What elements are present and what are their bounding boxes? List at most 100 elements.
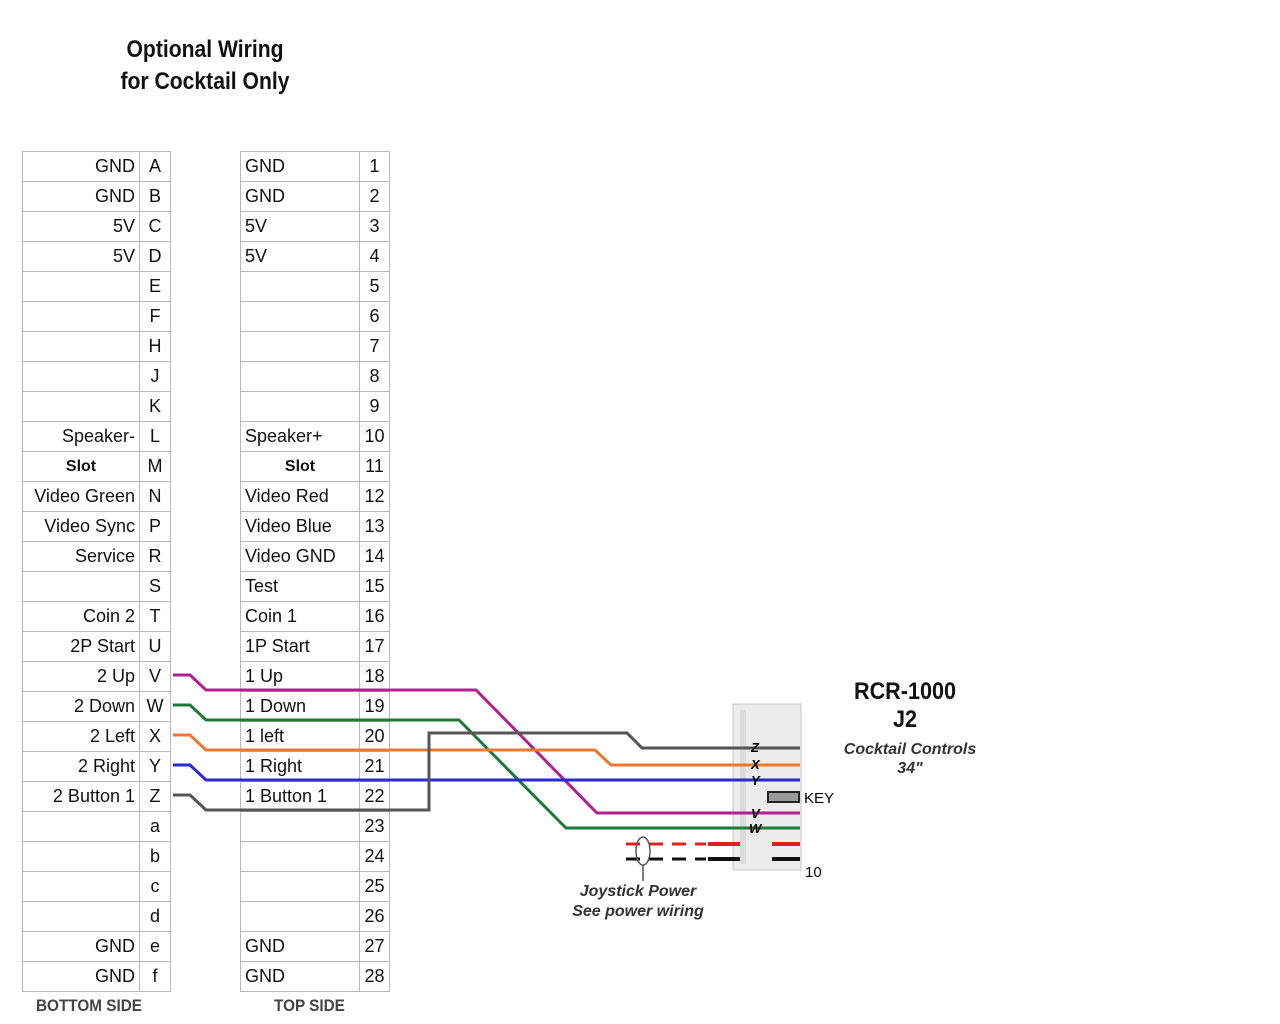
pin-id: 19 (359, 691, 390, 722)
connector-key (767, 791, 800, 803)
pin-label: Slot (22, 451, 140, 482)
pin-label: 5V (22, 241, 140, 272)
bottom-side-caption: BOTTOM SIDE (36, 996, 142, 1015)
pin-id: 20 (359, 721, 390, 752)
pin-label: Service (22, 541, 140, 572)
joystick-note-line-1: Joystick Power (579, 883, 697, 900)
connector-description: Cocktail Controls 34" (820, 740, 1000, 778)
pin-label: 5V (240, 211, 360, 242)
top-side-caption: TOP SIDE (274, 996, 345, 1015)
connector-sub: J2 (892, 706, 918, 733)
connector-rib (740, 710, 746, 864)
pin-id: c (139, 871, 171, 902)
joystick-power-note: Joystick Power See power wiring (548, 882, 728, 922)
pin-id: 18 (359, 661, 390, 692)
pin-id: B (139, 181, 171, 212)
pin-id: C (139, 211, 171, 242)
pin-id: 26 (359, 901, 390, 932)
connector-desc-line-1: Cocktail Controls (843, 741, 977, 758)
connector-pin-number: 10 (805, 864, 822, 881)
wire-x (173, 733, 800, 767)
pin-label: 1 Up (240, 661, 360, 692)
pin-row: Speaker+10 (240, 421, 390, 452)
pin-id: H (139, 331, 171, 362)
pin-id: f (139, 961, 171, 992)
pin-label (22, 331, 140, 362)
pin-row: S (22, 571, 171, 602)
pin-label: 1 left (240, 721, 360, 752)
title-line-1: Optional Wiring (126, 36, 284, 63)
pin-row: Speaker-L (22, 421, 171, 452)
pin-label: GND (240, 931, 360, 962)
pin-label: GND (22, 961, 140, 992)
pin-id: Z (139, 781, 171, 812)
pin-id: b (139, 841, 171, 872)
pin-label (240, 361, 360, 392)
pin-label: 2 Right (22, 751, 140, 782)
pin-id: X (139, 721, 171, 752)
wire-y (173, 763, 800, 782)
pin-id: 7 (359, 331, 390, 362)
pin-row: E (22, 271, 171, 302)
connector-pin-v: V (751, 806, 761, 821)
pin-row: d (22, 901, 171, 932)
pin-label: 2 Left (22, 721, 140, 752)
pin-label: 1 Right (240, 751, 360, 782)
pin-id: 17 (359, 631, 390, 662)
pin-id: M (139, 451, 171, 482)
connector-desc-line-2: 34" (897, 760, 923, 777)
pin-label: 1 Button 1 (240, 781, 360, 812)
connector-name: RCR-1000 (853, 678, 957, 705)
pin-label: Video Green (22, 481, 140, 512)
pin-row: J (22, 361, 171, 392)
connector-pin-w: W (749, 821, 763, 836)
pin-label: GND (22, 151, 140, 182)
pin-id: 22 (359, 781, 390, 812)
pin-id: 8 (359, 361, 390, 392)
pin-label (22, 271, 140, 302)
pin-id: 11 (359, 451, 390, 482)
pin-row: H (22, 331, 171, 362)
connector-title: RCR-1000 J2 (824, 678, 986, 734)
pin-id: 23 (359, 811, 390, 842)
pin-label: GND (240, 961, 360, 992)
pin-row: b (22, 841, 171, 872)
pin-id: L (139, 421, 171, 452)
pin-id: 6 (359, 301, 390, 332)
pin-row: F (22, 301, 171, 332)
pin-id: 28 (359, 961, 390, 992)
joystick-note-line-2: See power wiring (572, 903, 704, 920)
connector-pin-z: Z (750, 740, 760, 755)
pin-row: 6 (240, 301, 390, 332)
pin-id: T (139, 601, 171, 632)
pin-label (240, 331, 360, 362)
pin-label: Test (240, 571, 360, 602)
pin-id: 2 (359, 181, 390, 212)
